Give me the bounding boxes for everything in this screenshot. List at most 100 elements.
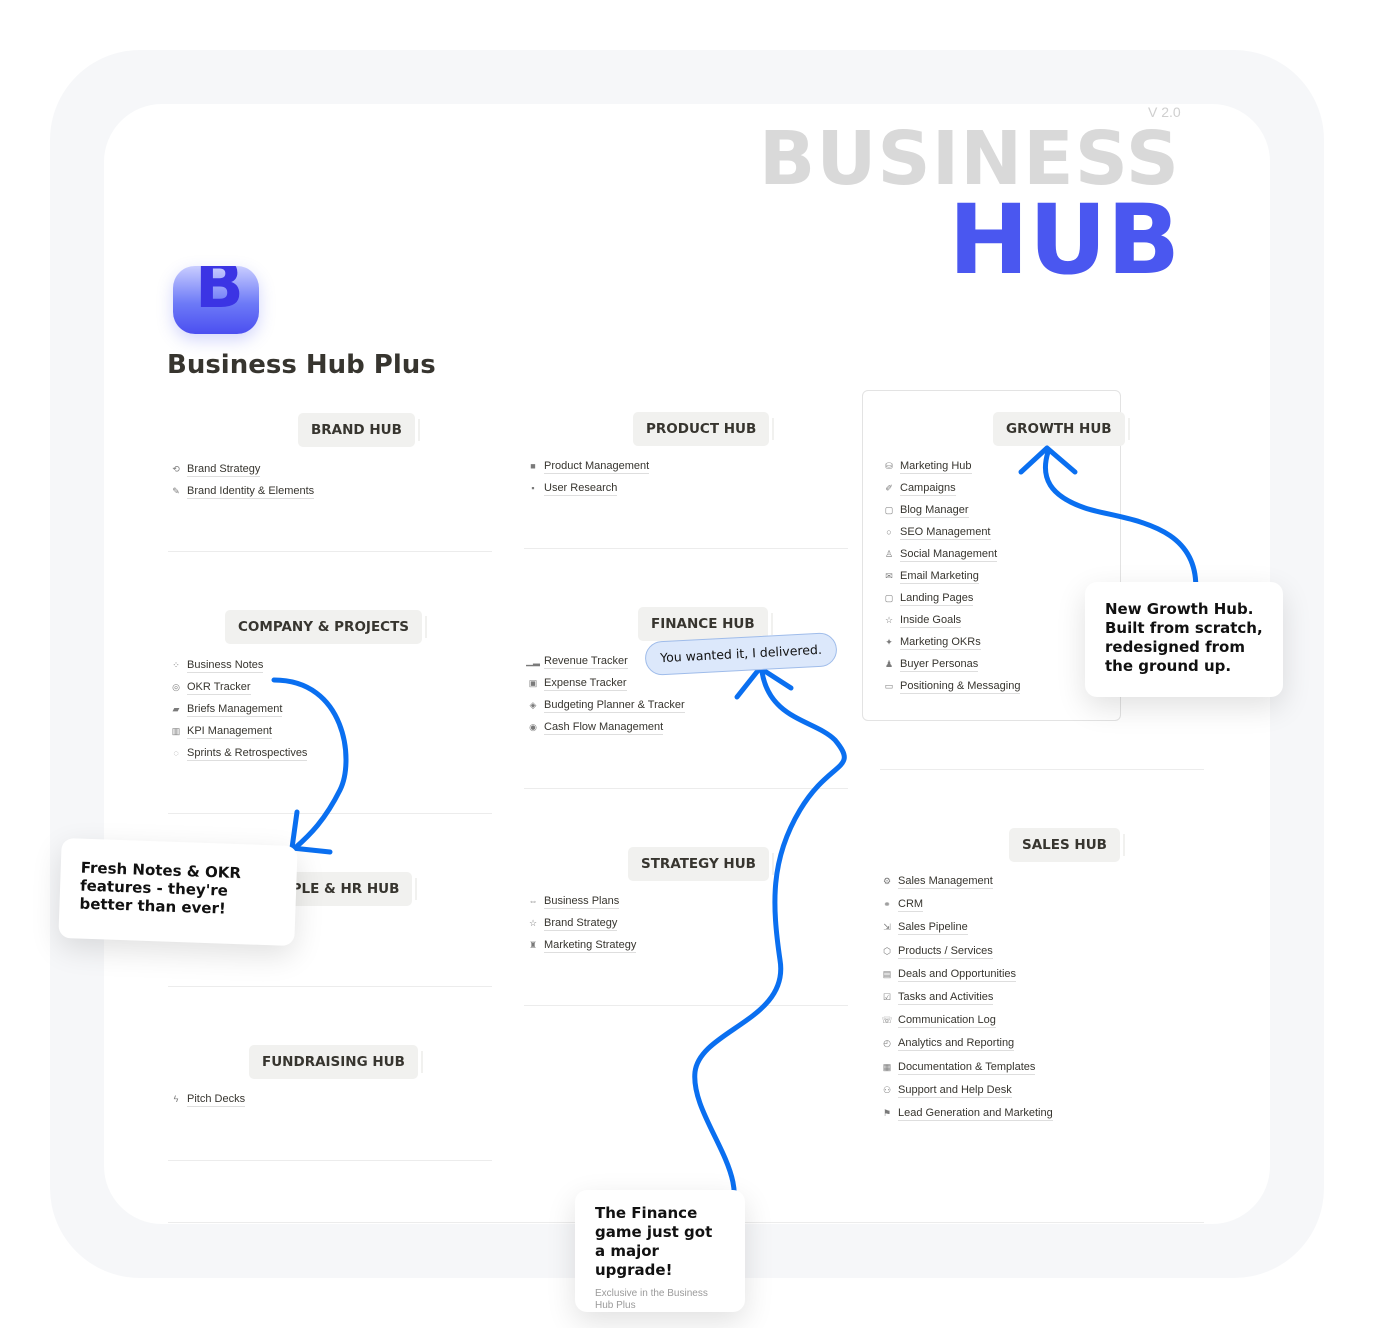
square-icon: ▢	[884, 504, 894, 515]
doc-icon: ▦	[882, 1061, 892, 1072]
list-item[interactable]: ▢ Blog Manager	[881, 499, 1020, 521]
list-item[interactable]: ⚇ Support and Help Desk	[879, 1079, 1053, 1102]
list-item[interactable]: ☏Communication Log	[879, 1009, 1053, 1032]
list-item-label: Positioning & Messaging	[900, 679, 1021, 694]
list-item-label: Inside Goals	[900, 613, 962, 628]
folder-icon: ▰	[172, 703, 180, 714]
list-item-label: Documentation & Templates	[898, 1060, 1036, 1075]
list-item-label: Sprints & Retrospectives	[187, 746, 308, 761]
growth-hub-button[interactable]: GROWTH HUB	[993, 412, 1130, 446]
list-item[interactable]: ▭Positioning & Messaging	[881, 675, 1021, 697]
list-item[interactable]: ♜Marketing Strategy	[525, 934, 637, 956]
fundraising-hub-button[interactable]: FUNDRAISING HUB	[249, 1045, 423, 1079]
list-item-label: Social Management	[900, 547, 998, 562]
list-item[interactable]: ○SEO Management	[881, 521, 1020, 543]
receipt-icon: ▣	[528, 677, 538, 688]
growth-hub-list: ⛁Marketing Hub✐Campaigns ▢ Blog Manager ○SE…	[881, 455, 1021, 697]
bar-chart-icon: ▁▂	[526, 655, 540, 666]
list-item[interactable]: ▰Briefs Management	[168, 698, 307, 720]
list-item[interactable]: ♟Buyer Personas	[881, 653, 1020, 675]
list-item-label: CRM	[898, 898, 924, 913]
deal-icon: ▤	[882, 968, 892, 979]
list-item[interactable]: ⇔Business Plans	[525, 890, 636, 912]
list-item-label: Support and Help Desk	[898, 1083, 1012, 1098]
list-item-label: Campaigns	[900, 481, 956, 496]
list-item-label: OKR Tracker	[187, 680, 251, 695]
cycle-icon: ◌	[173, 748, 179, 758]
list-item-label: Blog Manager	[900, 503, 969, 518]
list-item[interactable]: ▣ Expense Tracker	[525, 672, 685, 694]
target-icon: ◎	[172, 681, 180, 692]
list-item[interactable]: ☑Tasks and Activities	[879, 986, 1053, 1009]
chart-icon: ▥	[171, 725, 181, 736]
list-item[interactable]: ⇲Sales Pipeline	[879, 916, 1053, 939]
list-item[interactable]: ◉Cash Flow Management	[525, 716, 685, 738]
product-hub-button[interactable]: PRODUCT HUB	[633, 412, 775, 446]
list-item[interactable]: ▤ Deals and Opportunities	[879, 963, 1053, 986]
logo-letter: B	[195, 266, 244, 323]
star-icon: ☆	[884, 614, 894, 625]
company-projects-button[interactable]: COMPANY & PROJECTS	[225, 610, 428, 644]
callout-finance-title: The Finance game just got a major upgrad…	[595, 1204, 713, 1279]
sales-hub-button[interactable]: SALES HUB	[1009, 828, 1125, 862]
brand-hub-button[interactable]: BRAND HUB	[298, 413, 420, 447]
sparkle-icon: ✦	[885, 636, 893, 647]
list-item-label: Brand Strategy	[544, 916, 618, 931]
divider	[168, 813, 492, 814]
list-item[interactable]: ✉Email Marketing	[881, 565, 1020, 587]
list-item-label: KPI Management	[187, 724, 272, 739]
finance-hub-button[interactable]: FINANCE HUB	[638, 607, 773, 641]
list-item-label: Landing Pages	[900, 591, 974, 606]
strategy-hub-button[interactable]: STRATEGY HUB	[628, 847, 774, 881]
list-item[interactable]: ☆ Inside Goals	[881, 609, 1020, 631]
list-item-label: Deals and Opportunities	[898, 967, 1017, 982]
list-item[interactable]: ✎Brand Identity & Elements	[168, 480, 315, 502]
list-item[interactable]: ♙Social Management	[881, 543, 1020, 565]
list-item[interactable]: ◴Analytics and Reporting	[879, 1032, 1053, 1055]
page-title[interactable]: Business Hub Plus	[167, 350, 436, 380]
list-item[interactable]: ⚑Lead Generation and Marketing	[879, 1102, 1053, 1125]
list-item[interactable]: ◌ Sprints & Retrospectives	[168, 742, 308, 764]
list-item[interactable]: ▁▂ Revenue Tracker	[525, 650, 685, 672]
list-item[interactable]: ▢Landing Pages	[881, 587, 1020, 609]
list-item[interactable]: ▦ Documentation & Templates	[879, 1056, 1053, 1079]
list-item[interactable]: ☆Brand Strategy	[525, 912, 636, 934]
arrow-to-growth-hub	[1042, 449, 1199, 601]
list-item[interactable]: ⁘Business Notes	[168, 654, 307, 676]
company-projects-list: ⁘Business Notes ◎ OKR Tracker ▰Briefs Manag…	[168, 654, 308, 764]
list-item-label: Business Notes	[187, 658, 264, 673]
brand-hub-list: ⟲Brand Strategy✎Brand Identity & Element…	[168, 458, 315, 502]
list-item[interactable]: ◎ OKR Tracker	[168, 676, 307, 698]
list-item[interactable]: ✦Marketing OKRs	[881, 631, 1020, 653]
list-item-label: Expense Tracker	[544, 676, 627, 691]
list-item[interactable]: ◈Budgeting Planner & Tracker	[525, 694, 685, 716]
list-item[interactable]: ✐Campaigns	[881, 477, 1020, 499]
list-item[interactable]: ⟲Brand Strategy	[168, 458, 314, 480]
list-item-label: User Research	[544, 481, 618, 496]
list-item[interactable]: ⚙Sales Management	[879, 870, 1053, 893]
list-item-label: Communication Log	[898, 1014, 996, 1029]
database-icon: ⛁	[885, 460, 893, 471]
user-icon: ♟	[884, 658, 894, 669]
list-item-label: Business Plans	[544, 894, 620, 909]
cover-title-business: BUSINESS	[758, 116, 1180, 202]
box-icon: ⬡	[883, 945, 891, 956]
finance-hub-list: ▁▂ Revenue Tracker ▣ Expense Tracker ◈Budget…	[525, 650, 685, 738]
list-item[interactable]: ■Product Management	[525, 455, 650, 477]
list-item[interactable]: ⬡Products / Services	[879, 940, 1053, 963]
list-item[interactable]: ▥ KPI Management	[168, 720, 307, 742]
analytics-icon: ◴	[883, 1038, 891, 1049]
pipeline-icon: ⇲	[883, 922, 891, 933]
list-item-label: Revenue Tracker	[544, 654, 628, 669]
list-item[interactable]: ▪User Research	[525, 477, 649, 499]
list-item[interactable]: ⚭CRM	[879, 893, 1053, 916]
list-item-label: Tasks and Activities	[898, 991, 994, 1006]
list-item-label: Pitch Decks	[187, 1092, 246, 1107]
help-icon: ⚇	[882, 1084, 892, 1095]
strategy-hub-list: ⇔Business Plans☆Brand Strategy♜Marketing…	[525, 890, 637, 956]
page-icon-logo[interactable]: B	[173, 266, 259, 334]
coin-icon: ◉	[529, 721, 537, 732]
list-item[interactable]: ⛁Marketing Hub	[881, 455, 1020, 477]
search-icon: ○	[886, 527, 892, 537]
